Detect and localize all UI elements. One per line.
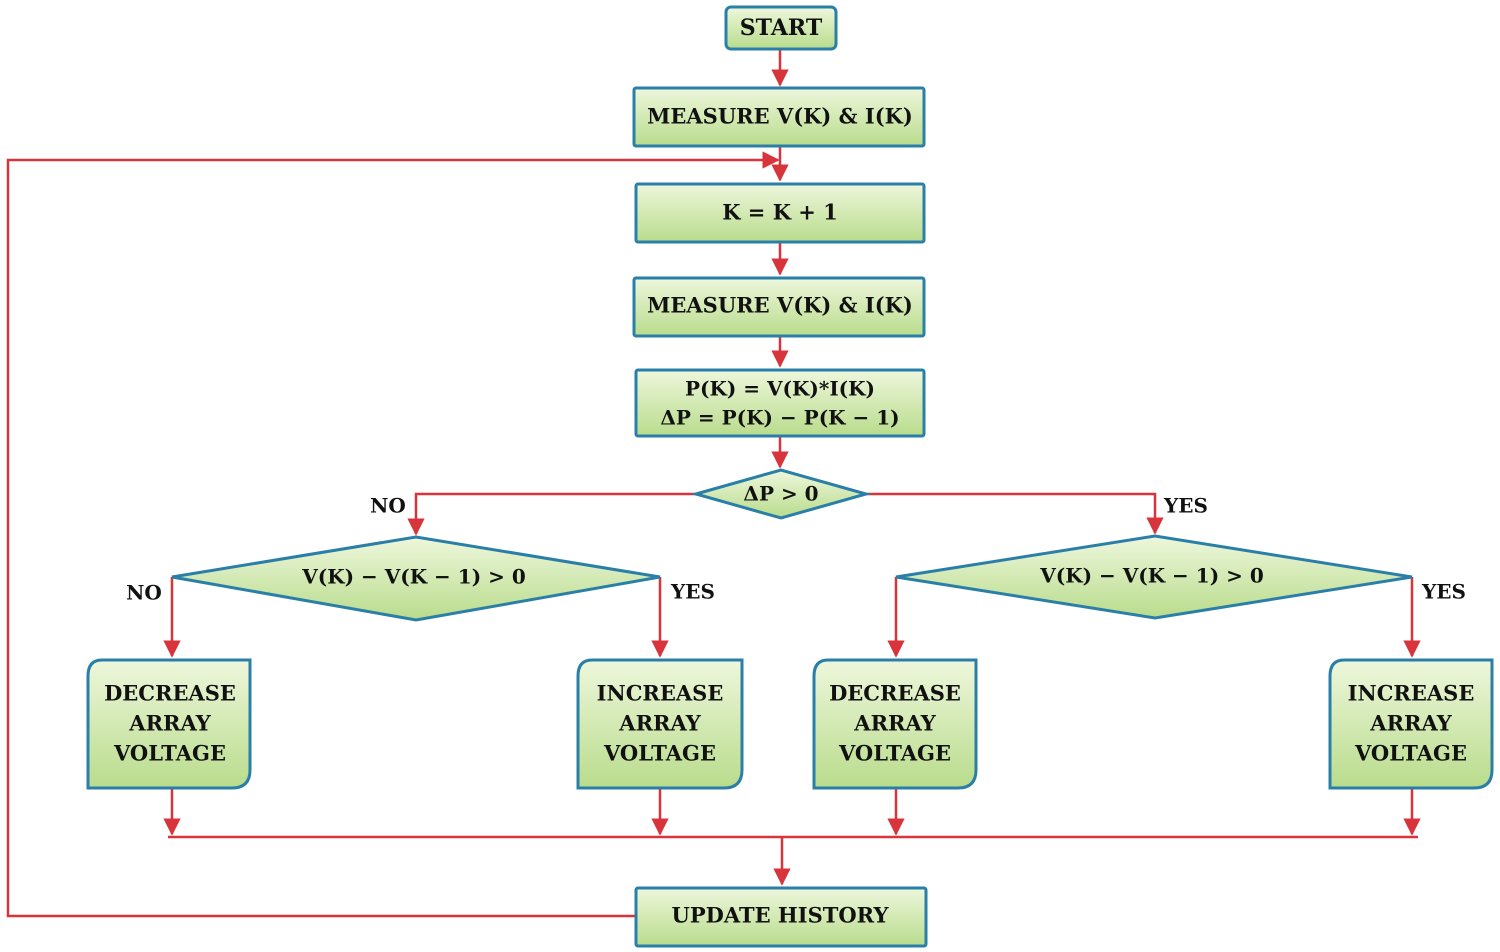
increase-node-right: INCREASE ARRAY VOLTAGE [1328,658,1494,790]
branch-label-deltap-no: NO [370,494,406,518]
decrease-left-line-2: ARRAY [128,711,211,736]
delta-p-decision: ΔP > 0 [690,468,872,520]
increase-left-line-1: INCREASE [597,681,724,706]
increase-right-line-3: VOLTAGE [1354,741,1467,766]
left-voltage-decision: V(K) − V(K − 1) > 0 [171,535,661,622]
increase-node-left: INCREASE ARRAY VOLTAGE [576,658,744,790]
decrease-right-line-2: ARRAY [853,711,936,736]
update-history-node: UPDATE HISTORY [634,886,928,948]
decrease-right-line-1: DECREASE [829,681,961,706]
decrease-node-right: DECREASE ARRAY VOLTAGE [812,658,978,790]
arrow-deltap-yes [866,492,1164,535]
decrease-node-left: DECREASE ARRAY VOLTAGE [86,658,252,790]
branch-label-left-yes: YES [670,580,715,604]
increase-left-line-3: VOLTAGE [603,741,716,766]
update-history-label: UPDATE HISTORY [672,903,890,928]
right-voltage-decision: V(K) − V(K − 1) > 0 [895,534,1413,620]
increase-right-line-2: ARRAY [1369,711,1452,736]
decrease-left-line-3: VOLTAGE [113,741,226,766]
right-decision-label: V(K) − V(K − 1) > 0 [1039,564,1264,588]
increment-label: K = K + 1 [722,200,838,225]
start-label: START [740,15,823,41]
delta-p-label: ΔP > 0 [743,482,818,506]
power-formula: P(K) = V(K)*I(K) [685,377,875,401]
branch-label-right-yes: YES [1421,580,1466,604]
arrow-deltap-no [407,492,696,536]
measure-node-2: MEASURE V(K) & I(K) [632,276,926,338]
increment-node: K = K + 1 [634,182,926,244]
start-node: START [724,5,838,51]
left-decision-label: V(K) − V(K − 1) > 0 [301,565,526,589]
measure-label-1: MEASURE V(K) & I(K) [647,104,913,129]
delta-power-formula: ΔP = P(K) − P(K − 1) [660,406,899,430]
decrease-left-line-1: DECREASE [104,681,236,706]
branch-label-deltap-yes: YES [1163,494,1208,518]
increase-left-line-2: ARRAY [618,711,701,736]
connectors [6,50,1421,918]
measure-node-1: MEASURE V(K) & I(K) [632,86,926,148]
increase-right-line-1: INCREASE [1348,681,1475,706]
loop-back-arrow [6,151,780,918]
branch-labels: NO YES NO YES YES [126,494,1466,605]
power-node: P(K) = V(K)*I(K) ΔP = P(K) − P(K − 1) [634,368,926,438]
measure-label-2: MEASURE V(K) & I(K) [647,293,913,318]
decrease-right-line-3: VOLTAGE [838,741,951,766]
branch-label-left-no: NO [126,581,162,605]
